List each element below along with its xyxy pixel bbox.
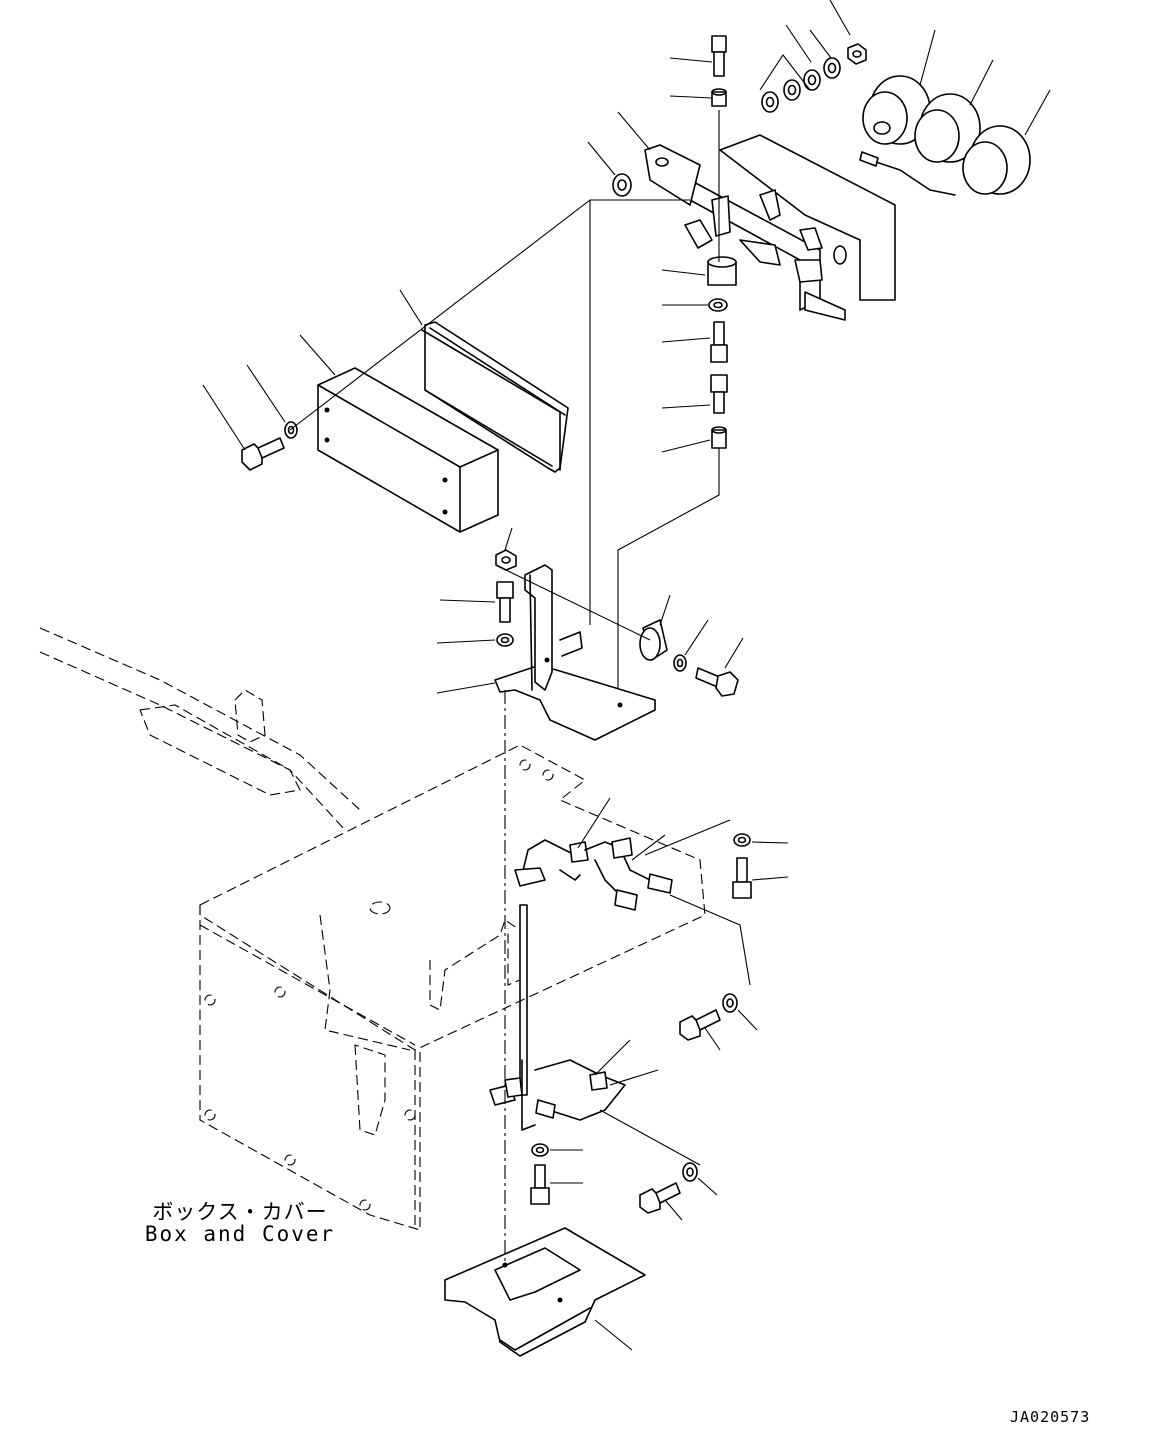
rubber-mount (707, 256, 737, 286)
wiring-harness (514, 819, 751, 986)
gasket-plate (421, 321, 569, 473)
harness-bolt (732, 857, 752, 899)
bolt-collar (695, 667, 739, 697)
bottom-plate (444, 1227, 646, 1357)
side-washer-lower (682, 1162, 698, 1182)
box-and-cover-caption-en: Box and Cover (144, 1222, 336, 1246)
washer-bracket (496, 633, 514, 647)
lower-bolt (530, 1164, 550, 1205)
side-bolt-lower (639, 1182, 681, 1214)
gauge-1 (862, 75, 931, 145)
box-and-cover-phantom (39, 627, 706, 1231)
washer-collar (673, 654, 687, 672)
lower-washer (531, 1143, 549, 1157)
center-line-lower (617, 448, 720, 700)
stud-bolt-1 (710, 321, 728, 363)
cover-bolt (241, 437, 285, 471)
collar-bushing (639, 619, 668, 661)
gauge-3 (962, 125, 1031, 195)
cap-screw-top (711, 35, 727, 77)
gauge-wire (869, 159, 956, 196)
nut-bracket (495, 549, 517, 571)
lower-harness (489, 904, 701, 1166)
washer-set (761, 57, 841, 113)
washer-left (612, 173, 632, 197)
harness-washer (733, 833, 751, 847)
box-and-cover-caption-jp: ボックス・カバー (152, 1200, 328, 1224)
cover-washer (284, 421, 298, 439)
washer-mid (708, 298, 728, 312)
cover-box (317, 367, 499, 533)
side-bolt-upper (679, 1009, 721, 1041)
drawing-code: JA020573 (1010, 1408, 1091, 1426)
side-washer-upper (722, 993, 738, 1013)
stud-bolt-2 (710, 374, 728, 414)
leader-nut-collar (505, 569, 651, 641)
gauge-wire-connector (859, 151, 879, 167)
nut-top (847, 43, 867, 65)
mounting-bracket (494, 564, 656, 741)
spacer-lower (711, 426, 727, 449)
spacer-top (711, 88, 727, 107)
leader-lines (202, 0, 1051, 1351)
gauge-panel-bracket (644, 134, 896, 321)
gauge-2 (914, 93, 981, 163)
bolt-bracket (496, 581, 514, 623)
